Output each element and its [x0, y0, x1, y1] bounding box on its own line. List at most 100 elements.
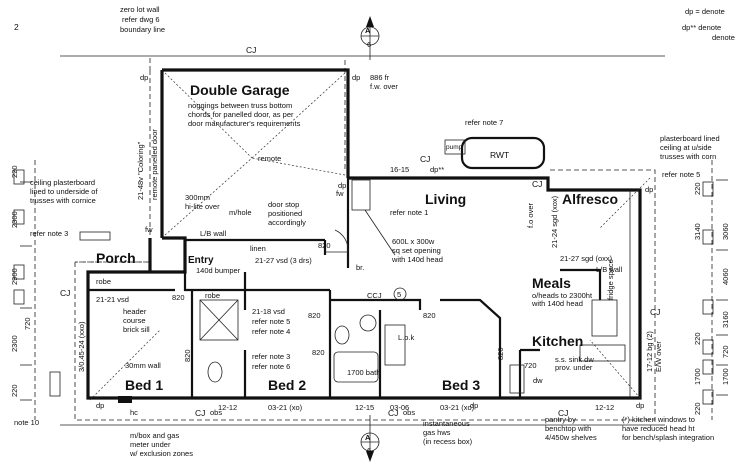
marker-cj-bot3: CJ — [558, 408, 568, 418]
garage-truss-lines — [75, 72, 651, 401]
dim-left-1: 220 — [10, 165, 19, 178]
note-hood-1: 600L x 300w — [392, 237, 435, 246]
note-refer-6: refer note 6 — [252, 362, 290, 371]
dim-right-9: 220 — [693, 402, 702, 415]
note-ccj: CCJ — [367, 291, 382, 300]
dp-2: dp — [352, 73, 360, 82]
note-header-2: course — [123, 316, 146, 325]
room-label-lndry: L.o.k — [398, 333, 415, 342]
dimension-lines — [20, 20, 728, 455]
dim-left-6: 720 — [23, 317, 32, 330]
room-label-bed3: Bed 3 — [442, 377, 480, 393]
dim-left-5: 220 — [10, 384, 19, 397]
note-meter-3: w/ exclusion zones — [129, 449, 193, 458]
dim-820-d: 820 — [423, 311, 436, 320]
obs-2: obs — [403, 408, 415, 417]
note-kw-3: for bench/splash integration — [622, 433, 714, 442]
note-meter-2: meter under — [130, 440, 171, 449]
note-kw-1: (*) kitchen windows to — [622, 415, 695, 424]
note-remote: remote — [258, 154, 281, 163]
note-header-1: header — [123, 307, 147, 316]
note-300mm-2: hi-lite over — [185, 202, 220, 211]
note-pb-1: plasterboard lined — [660, 134, 720, 143]
room-label-kitchen: Kitchen — [532, 333, 583, 349]
note-door-stop-1: door stop — [268, 200, 299, 209]
marker-cj-mid: CJ — [420, 154, 430, 164]
dim-top-2: dp** — [430, 165, 444, 174]
note-vsd-3drs: 21-27 vsd (3 drs) — [255, 256, 312, 265]
marker-5 — [393, 287, 407, 301]
marker-a-top: A — [365, 26, 371, 35]
note-header-3: brick sill — [123, 325, 150, 334]
dim-right-10: 720 — [721, 345, 730, 358]
section-marker-bottom — [360, 432, 380, 462]
room-label-entry: Entry — [188, 255, 214, 266]
note-pb-2: ceiling at u/side — [660, 143, 712, 152]
dimension-text: 16-15 dp** 12-12 03-21 (xo) 12-15 03-06 … — [10, 165, 730, 415]
room-label-bed1: Bed 1 — [125, 377, 163, 393]
room-label-garage: Double Garage — [190, 82, 290, 98]
fixtures — [199, 190, 631, 398]
note-door-stop-3: accordingly — [268, 218, 306, 227]
note-zero-lot-3: boundary line — [120, 25, 165, 34]
dim-right-3: 3160 — [721, 311, 730, 328]
room-label-alfresco: Alfresco — [562, 191, 618, 207]
note-refer-5b: refer note 5 — [252, 317, 290, 326]
legend-2: dp** denote — [682, 23, 721, 32]
note-pantry-1: pantry by — [545, 415, 576, 424]
note-hood-3: with 140d head — [391, 255, 443, 264]
dim-right-8: 220 — [693, 332, 702, 345]
section-marker-top — [360, 16, 380, 46]
note-ceiling-pb-1: ceiling plasterboard — [30, 178, 95, 187]
dim-bot-1: 12-12 — [218, 403, 237, 412]
rainwater-tank — [444, 136, 546, 170]
note-kw-2: have reduced head ht — [622, 424, 695, 433]
legend-1: dp = denote — [685, 7, 725, 16]
note-refer-4: refer note 4 — [252, 327, 290, 336]
note-meals-1: o/heads to 2300ht — [532, 291, 593, 300]
note-refer-5: refer note 5 — [662, 170, 700, 179]
dp-6: dp — [470, 401, 478, 410]
note-gas-2: gas hws — [423, 428, 451, 437]
marker-cj-top: CJ — [246, 45, 256, 55]
dim-right-6: 1700 — [693, 368, 702, 385]
dim-820-f: 820 — [496, 347, 505, 360]
note-tiles: 3/0.45-24 (xxo) — [77, 321, 86, 372]
hearth — [351, 179, 371, 211]
note-ceiling-pb-3: trusses with cornice — [30, 196, 96, 205]
marker-a-bot: A — [365, 433, 371, 442]
marker-5: 5 — [397, 290, 401, 299]
note-sink-2: prov. under — [555, 363, 593, 372]
dp-4: dp — [645, 185, 653, 194]
interior-walls — [88, 178, 602, 398]
note-gas-3: (in recess box) — [423, 437, 473, 446]
dim-right-4: 1700 — [721, 368, 730, 385]
note-wall-30: 30mm wall — [125, 361, 161, 370]
dim-820-e: 820 — [183, 349, 192, 362]
dp-7: dp — [636, 401, 644, 410]
note-meter-1: m/box and gas — [130, 431, 179, 440]
dim-720: 720 — [524, 361, 537, 370]
leader — [364, 209, 396, 256]
dim-bot-3: 12-15 — [355, 403, 374, 412]
dim-right-5: 3140 — [693, 223, 702, 240]
dim-820-g: 820 — [312, 348, 325, 357]
dim-w-right-1: 17-12 bg (2) — [645, 331, 654, 372]
note-sgd1: 21-21 vsd — [96, 295, 129, 304]
note-garage-2: chords for panelled door, as per — [188, 110, 294, 119]
note-pump: pump — [446, 144, 463, 151]
dim-bot-4: 03-06 — [390, 403, 409, 412]
dim-right-1: 3060 — [721, 223, 730, 240]
marker-cj-bot2: CJ — [388, 408, 398, 418]
sheet-number: 2 — [14, 22, 19, 32]
dim-top-1: 16-15 — [390, 165, 409, 174]
note-ceiling-pb-2: lined to underside of — [30, 187, 98, 196]
note-garage-3: door manufacturer's requirements — [188, 119, 301, 128]
note-lb-wall-2: L/B wall — [596, 265, 623, 274]
note-pantry-3: 4/450w shelves — [545, 433, 597, 442]
dim-left-4: 2300 — [10, 335, 19, 352]
room-label-linen: linen — [250, 244, 266, 253]
door-swing — [334, 229, 349, 253]
eave-line — [74, 58, 656, 421]
note-panel-door: remote panelled door — [150, 129, 159, 200]
